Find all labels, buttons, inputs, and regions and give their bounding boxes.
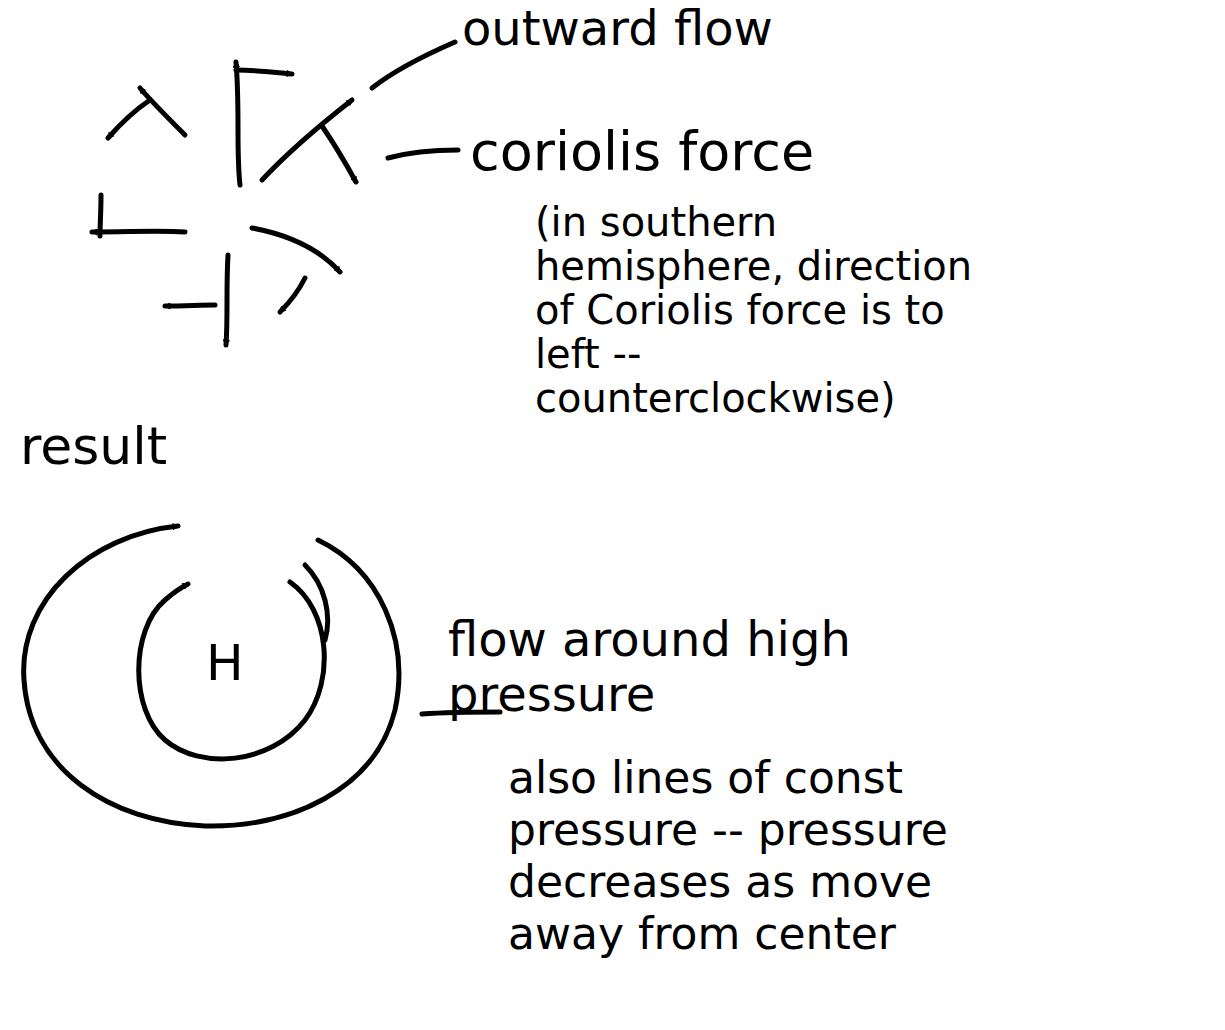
flow-arrow [252, 228, 340, 272]
flow-arrow [140, 88, 185, 135]
flow-arrow [236, 62, 240, 185]
coriolis-arrow [322, 126, 356, 182]
flow-arrow [262, 100, 352, 180]
coriolis-stub [100, 195, 101, 236]
coriolis-arrow [236, 70, 292, 74]
note-label: outward flow [462, 2, 882, 55]
flow-arrow [92, 229, 185, 235]
isobar-arc [305, 565, 328, 640]
coriolis-arrow [165, 305, 215, 306]
coriolis-arrow [280, 278, 305, 312]
flow-arrow [226, 255, 228, 345]
note-text: also lines of const pressure -- pressure… [508, 752, 978, 960]
coriolis-arrow [108, 100, 150, 138]
note-label: coriolis force [470, 122, 990, 181]
note-text: (in southern hemisphere, direction of Co… [535, 200, 980, 420]
note-label: flow around high pressure [448, 612, 928, 722]
pressure-center-label: H [206, 636, 266, 691]
section-label: result [20, 418, 240, 475]
isobar-arrow [24, 526, 399, 826]
leader-line [388, 150, 458, 158]
isobar-arrow [139, 582, 325, 759]
leader-line [372, 42, 455, 88]
